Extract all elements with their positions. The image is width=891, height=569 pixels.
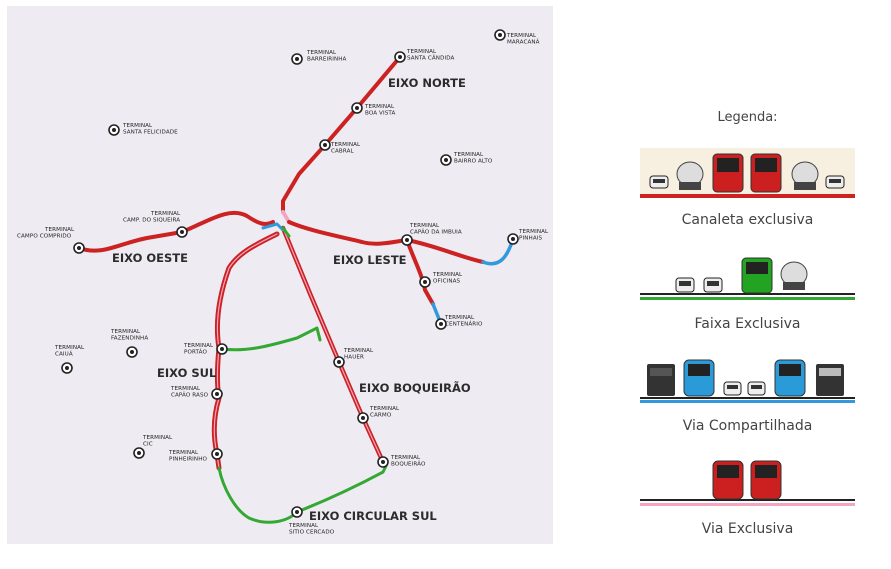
legend-caption-compartilhada: Via Compartilhada — [682, 418, 813, 434]
legend-exclusiva-illustration — [640, 460, 855, 506]
car-icon — [723, 381, 742, 396]
red-bus-icon — [712, 460, 744, 500]
route-leste-shared — [481, 237, 515, 266]
route-circular-sul — [217, 464, 388, 524]
red-bus-icon — [750, 153, 782, 193]
truck-icon — [647, 364, 675, 396]
terminal-marker-pinheirinho — [211, 448, 223, 460]
legend-caption-faixa: Faixa Exclusiva — [694, 316, 801, 332]
legend-item-faixa: Faixa Exclusiva — [630, 250, 865, 332]
legend-compartilhada-illustration — [640, 359, 855, 403]
terminal-marker-campo-comprido — [73, 242, 85, 254]
route-leste — [287, 220, 485, 264]
tanker-truck-icon — [676, 161, 704, 190]
legend-item-canaleta: Canaleta exclusiva — [630, 142, 865, 228]
terminal-marker-santa-felicidade — [108, 124, 120, 136]
car-icon — [825, 175, 845, 189]
terminal-marker-centenario — [435, 318, 447, 330]
red-bus-icon — [712, 153, 744, 193]
green-bus-icon — [741, 257, 773, 294]
car-icon — [649, 175, 669, 189]
truck-icon — [816, 364, 844, 396]
legend-panel: Legenda: — [630, 100, 865, 550]
terminal-marker-santa-candida — [394, 51, 406, 63]
terminal-marker-hauer — [333, 356, 345, 368]
legend-caption-exclusiva: Via Exclusiva — [701, 521, 794, 537]
tanker-truck-icon — [780, 261, 808, 290]
axis-label-leste: EIXO LESTE — [333, 253, 407, 267]
terminal-marker-oficinas — [419, 276, 431, 288]
terminal-marker-campina-siqueira — [176, 226, 188, 238]
route-portao-faixa — [220, 326, 322, 352]
terminal-marker-pinhais — [507, 233, 519, 245]
axis-label-boqueirao: EIXO BOQUEIRÃO — [359, 380, 471, 395]
blue-bus-icon — [683, 359, 715, 397]
axis-label-oeste: EIXO OESTE — [112, 251, 188, 265]
route-center-faixa — [281, 226, 291, 238]
terminal-marker-cabral — [319, 139, 331, 151]
car-icon — [747, 381, 766, 396]
terminal-marker-barreirinha — [291, 53, 303, 65]
route-lines — [77, 55, 515, 524]
terminal-marker-portao — [216, 343, 228, 355]
terminal-marker-carmo — [357, 412, 369, 424]
car-icon — [675, 277, 695, 293]
terminal-marker-boqueirao — [377, 456, 389, 468]
legend-item-compartilhada: Via Compartilhada — [630, 352, 865, 434]
axis-label-norte: EIXO NORTE — [388, 76, 466, 90]
red-bus-icon — [750, 460, 782, 500]
tanker-truck-icon — [791, 161, 819, 190]
terminal-marker-capao-imbuia — [401, 234, 413, 246]
axis-label-sul: EIXO SUL — [157, 366, 217, 380]
route-center-shared — [261, 222, 285, 232]
terminal-marker-capao-raso — [211, 388, 223, 400]
legend-faixa-illustration — [640, 257, 855, 300]
terminal-marker-cic — [133, 447, 145, 459]
blue-bus-icon — [774, 359, 806, 397]
terminal-marker-maracana — [494, 29, 506, 41]
terminal-markers — [61, 29, 519, 518]
terminal-marker-caiua — [61, 362, 73, 374]
axis-labels: EIXO NORTE EIXO OESTE EIXO LESTE EIXO SU… — [112, 76, 471, 523]
terminal-marker-boa-vista — [351, 102, 363, 114]
car-icon — [703, 277, 723, 293]
route-oeste — [77, 210, 275, 253]
terminal-marker-fazendinha — [126, 346, 138, 358]
legend-canaleta-illustration — [640, 148, 855, 198]
legend-title: Legenda: — [717, 110, 778, 125]
legend-caption-canaleta: Canaleta exclusiva — [681, 212, 814, 228]
terminal-marker-sitio-cercado — [291, 506, 303, 518]
legend-item-exclusiva: Via Exclusiva — [630, 455, 865, 537]
terminal-marker-bairro-alto — [440, 154, 452, 166]
route-norte — [281, 55, 402, 214]
axis-label-circular: EIXO CIRCULAR SUL — [309, 509, 437, 523]
route-oficinas — [405, 238, 435, 306]
